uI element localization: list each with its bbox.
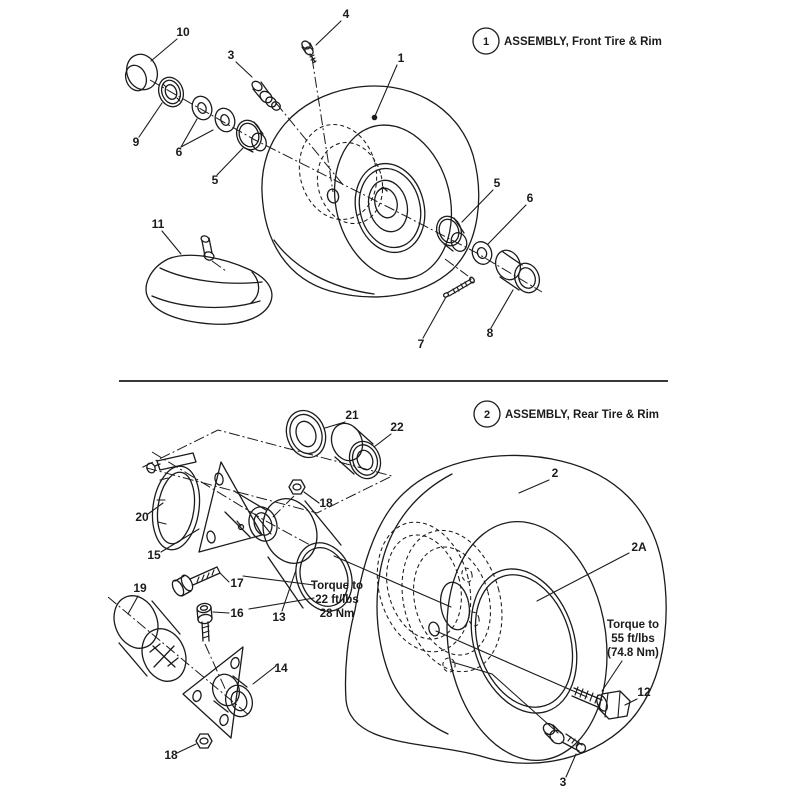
part-17-bolt <box>171 566 221 597</box>
front-assembly: 10 4 3 1 9 6 5 11 5 6 7 8 1 ASSEMBLY, Fr… <box>124 7 662 351</box>
callout-rear-22: 22 <box>390 420 404 434</box>
callout-rear-2A: 2A <box>631 540 647 554</box>
part-8-bushing <box>494 249 541 294</box>
part-10-cap <box>124 53 159 92</box>
torque-hub-line3: 28 Nm <box>320 608 355 620</box>
rear-assembly: 21 22 2 18 20 2A 15 17 19 16 13 14 12 18… <box>107 400 667 789</box>
rear-title-text: ASSEMBLY, Rear Tire & Rim <box>505 409 659 421</box>
part-18-nut-lower <box>195 733 213 749</box>
callout-rear-16: 16 <box>230 606 244 620</box>
callout-rear-20: 20 <box>135 510 149 524</box>
torque-hub-line2: 22 ft/lbs <box>315 594 358 606</box>
rear-badge-circle <box>473 400 501 428</box>
callout-front-6: 6 <box>176 145 183 159</box>
part-3-valve-stem-front <box>251 80 281 111</box>
torque-wheel-line2: 55 ft/lbs <box>611 633 654 645</box>
part-5-bushing-right <box>435 215 468 252</box>
callout-rear-21: 21 <box>345 408 359 422</box>
callout-rear-18-upper: 18 <box>319 496 333 510</box>
torque-wheel-line1: Torque to <box>607 619 659 631</box>
callout-front-4: 4 <box>343 7 350 21</box>
part-13-hub-cylinder <box>262 498 353 612</box>
torque-hub-line1: Torque to <box>311 580 363 592</box>
front-centerline <box>149 57 543 293</box>
part-6-washer-right <box>471 241 493 265</box>
front-leader-lines <box>138 20 527 339</box>
part-3-valve-stem-rear <box>542 722 587 754</box>
part-16-bolt <box>196 602 213 642</box>
phantom-plane <box>141 429 394 514</box>
callout-front-9: 9 <box>133 135 140 149</box>
front-tire <box>261 85 480 298</box>
callout-rear-17: 17 <box>230 576 244 590</box>
part-6-washers <box>191 95 236 133</box>
rear-badge-number: 2 <box>484 409 490 421</box>
part-12-bolt <box>571 686 631 720</box>
callout-front-11: 11 <box>152 217 165 231</box>
callout-front-3: 3 <box>228 48 235 62</box>
rear-leader-lines <box>127 421 638 778</box>
callout-rear-14: 14 <box>274 661 288 675</box>
part-9-bearing <box>157 76 185 108</box>
callout-front-1: 1 <box>398 51 405 65</box>
part-20-hose-clamp <box>146 452 201 551</box>
callout-front-5: 5 <box>212 173 219 187</box>
torque-note-hub: Torque to 22 ft/lbs 28 Nm <box>311 580 363 620</box>
part-11-inner-tube <box>145 235 273 325</box>
callout-rear-15: 15 <box>147 548 161 562</box>
callout-rear-3: 3 <box>560 775 567 789</box>
callout-rear-12: 12 <box>637 685 651 699</box>
front-title: 1 ASSEMBLY, Front Tire & Rim <box>472 27 662 55</box>
callout-rear-19: 19 <box>133 581 147 595</box>
callout-front-7: 7 <box>418 337 425 351</box>
part-18-nut-upper <box>288 479 306 495</box>
front-title-text: ASSEMBLY, Front Tire & Rim <box>504 36 662 48</box>
part-7-pin <box>442 276 475 298</box>
front-badge-circle <box>472 27 500 55</box>
rear-title: 2 ASSEMBLY, Rear Tire & Rim <box>473 400 659 428</box>
callout-rear-13: 13 <box>272 610 286 624</box>
rear-callouts: 21 22 2 18 20 2A 15 17 19 16 13 14 12 18… <box>133 408 651 789</box>
part-14-bracket <box>182 646 254 739</box>
part-21-seal <box>285 409 327 459</box>
callout-front-8: 8 <box>487 326 494 340</box>
front-badge-number: 1 <box>483 36 489 48</box>
torque-wheel-line3: (74.8 Nm) <box>607 647 659 659</box>
torque-note-wheel: Torque to 55 ft/lbs (74.8 Nm) <box>607 619 659 659</box>
callout-rear-2: 2 <box>552 466 559 480</box>
part-22-bearing <box>330 422 382 480</box>
part-5-bushing-left <box>235 119 267 153</box>
rear-tire <box>333 454 667 764</box>
part-19-coupling <box>113 595 187 682</box>
part-15-bracket <box>198 461 278 553</box>
part-4-screw <box>301 40 317 64</box>
callout-rear-18-lower: 18 <box>164 748 178 762</box>
callout-front-5b: 5 <box>494 176 501 190</box>
callout-front-10: 10 <box>176 25 190 39</box>
callout-front-6b: 6 <box>527 191 534 205</box>
front-callouts: 10 4 3 1 9 6 5 11 5 6 7 8 <box>133 7 534 351</box>
